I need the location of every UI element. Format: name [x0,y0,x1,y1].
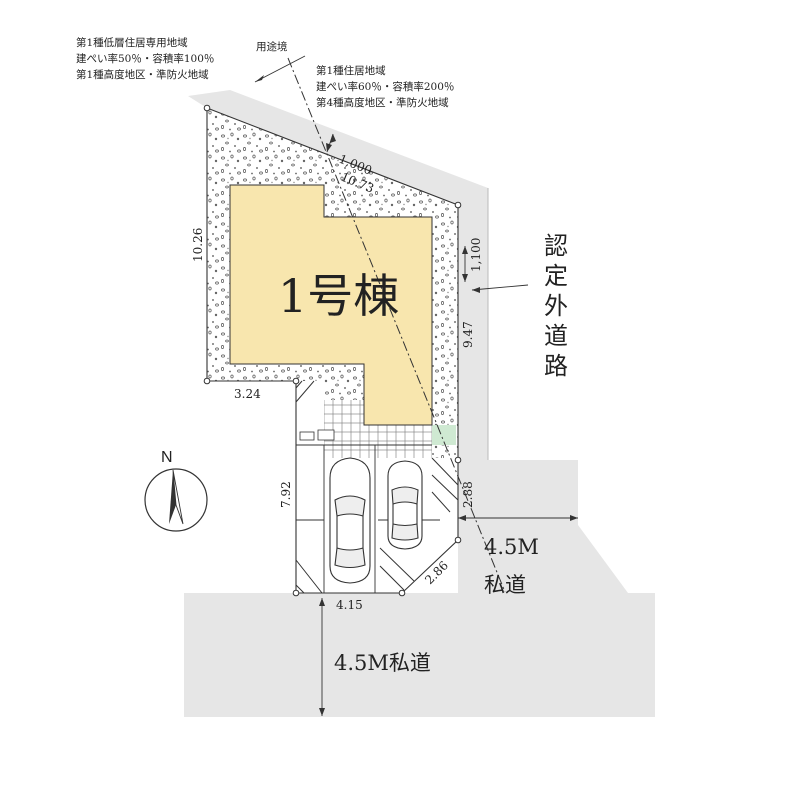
zone-left-line3: 第1種高度地区・準防火地域 [76,68,209,81]
zone-left-line1: 第1種低層住居専用地域 [76,36,188,49]
utility-box [299,431,315,441]
building-1-label: 1号棟 [278,269,399,323]
compass-north-label: N [161,449,173,466]
zone-left-line2: 建ぺい率50％・容積率100％ [76,52,214,65]
private-road-bottom-area [184,460,655,717]
dim-bottom-edge: 4.15 [336,598,363,612]
north-compass: N [144,449,208,532]
adjacent-road-strip [188,90,488,460]
dim-bottom-left: 3.24 [234,387,261,401]
svg-text:定: 定 [544,262,568,290]
private-road-right-area [458,460,628,593]
right-road-label: 認 [544,232,568,260]
boundary-markers [203,104,462,597]
car-right [387,460,423,550]
building-1-footprint [229,184,433,426]
dim-right-lower: 2.88 [461,481,475,508]
private-road-right-label-2: 私道 [484,573,526,597]
zone-right-line1: 第1種住居地域 [316,64,386,77]
car-left [329,457,371,584]
dim-stem-left: 7.92 [279,481,293,508]
private-road-right-label-1: 4.5M [484,535,539,559]
lot-boundary [206,107,459,594]
dim-left-edge: 10.26 [191,228,205,262]
zoning-boundary-line [287,57,506,593]
zone-right-line2: 建ぺい率60％・容積率200％ [316,80,454,93]
svg-text:路: 路 [544,352,568,380]
dim-right-edge: 9.47 [461,321,475,348]
zoning-boundary-label: 用途境 [256,40,288,53]
svg-text:道: 道 [544,322,568,350]
entry-green-patch [432,425,456,445]
svg-text:外: 外 [544,292,568,320]
private-road-bottom-label: 4.5M私道 [334,651,431,675]
zone-right-line3: 第4種高度地区・準防火地域 [316,96,449,109]
right-road-char-1: 認 [544,232,568,260]
dim-right-setback: 1,100 [469,238,483,272]
parking-hatch [295,380,459,594]
